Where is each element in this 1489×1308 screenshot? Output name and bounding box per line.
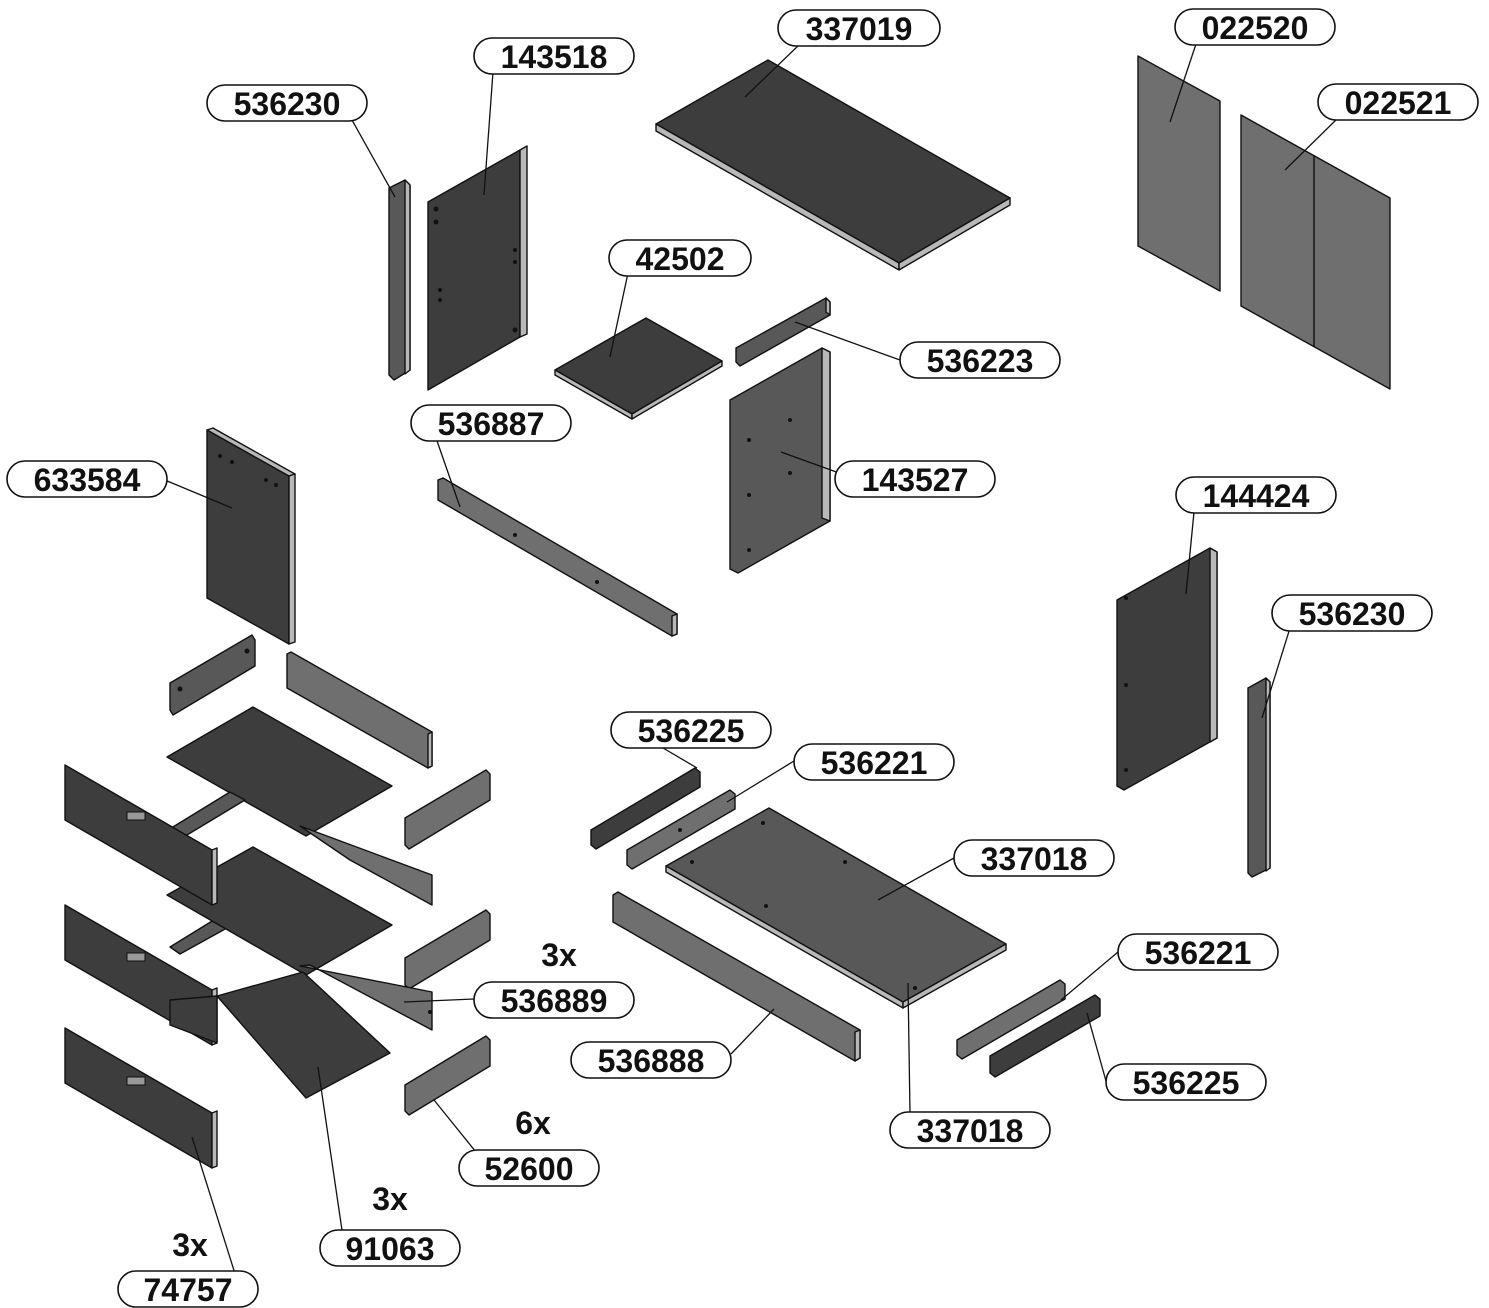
part-536888-plinth <box>612 891 861 1062</box>
label-536230-right: 536230 <box>1271 594 1433 632</box>
part-536225-rail-bottom <box>989 994 1101 1078</box>
svg-text:42502: 42502 <box>636 241 725 277</box>
part-536230-right-strip <box>1247 677 1271 878</box>
part-536887-long-rail <box>437 477 678 637</box>
part-337018-bottom-board <box>665 807 1007 1009</box>
svg-text:536225: 536225 <box>1133 1065 1240 1101</box>
part-337019-top-board <box>655 59 1011 271</box>
label-536230-top: 536230 <box>206 84 368 122</box>
svg-text:143527: 143527 <box>862 462 969 498</box>
leader-lines <box>159 43 1339 1281</box>
svg-text:536221: 536221 <box>1145 935 1252 971</box>
label-337018-top: 337018 <box>953 839 1115 877</box>
part-536225-rail-top <box>590 767 701 850</box>
label-536221-top: 536221 <box>793 743 955 781</box>
label-022520: 022520 <box>1174 8 1336 46</box>
quantity-91063: 3x <box>372 1181 408 1217</box>
drawer-assembly-parts <box>64 634 491 1169</box>
label-42502: 42502 <box>608 239 752 277</box>
svg-text:022520: 022520 <box>1202 10 1309 46</box>
label-144424: 144424 <box>1175 476 1337 514</box>
svg-text:337019: 337019 <box>806 11 913 47</box>
part-42502-small-shelf <box>554 317 723 420</box>
label-143527: 143527 <box>834 460 996 498</box>
part-144424-side-panel <box>1116 547 1218 791</box>
quantity-52600: 6x <box>515 1105 551 1141</box>
svg-text:536889: 536889 <box>501 983 608 1019</box>
label-74757: 74757 <box>117 1270 259 1308</box>
svg-text:536230: 536230 <box>234 86 341 122</box>
svg-text:536223: 536223 <box>927 343 1034 379</box>
svg-text:143518: 143518 <box>501 39 608 75</box>
part-022521-glass-panel <box>1240 114 1391 390</box>
svg-text:536225: 536225 <box>638 713 745 749</box>
label-52600: 52600 <box>458 1149 600 1187</box>
label-536223: 536223 <box>899 341 1061 379</box>
label-536225-top: 536225 <box>610 711 772 749</box>
svg-text:52600: 52600 <box>485 1151 574 1187</box>
svg-text:536887: 536887 <box>438 406 545 442</box>
label-337018-bottom: 337018 <box>889 1111 1051 1149</box>
svg-text:337018: 337018 <box>981 841 1088 877</box>
label-337019: 337019 <box>777 9 941 47</box>
svg-text:536230: 536230 <box>1299 596 1406 632</box>
svg-text:633584: 633584 <box>34 462 141 498</box>
part-633584-back-panel <box>206 427 296 645</box>
svg-text:022521: 022521 <box>1345 85 1452 121</box>
label-536221-bottom: 536221 <box>1117 933 1279 971</box>
part-536221-rail-bottom <box>956 979 1066 1060</box>
label-143518: 143518 <box>473 37 635 75</box>
label-022521: 022521 <box>1317 83 1479 121</box>
quantity-536889: 3x <box>541 937 577 973</box>
part-143518-side-panel <box>427 145 528 391</box>
svg-text:144424: 144424 <box>1203 478 1310 514</box>
part-143527-side-panel <box>729 347 831 574</box>
label-536888: 536888 <box>570 1041 732 1079</box>
svg-text:536888: 536888 <box>598 1043 705 1079</box>
part-536221-rail-top <box>626 789 736 870</box>
svg-text:74757: 74757 <box>144 1272 233 1308</box>
svg-text:337018: 337018 <box>917 1113 1024 1149</box>
svg-text:536221: 536221 <box>821 745 928 781</box>
label-536889: 536889 <box>473 981 635 1019</box>
part-536223-rail <box>735 297 831 367</box>
label-91063: 91063 <box>319 1229 461 1267</box>
part-536230-left-strip <box>388 179 411 381</box>
quantity-74757: 3x <box>172 1227 208 1263</box>
part-022520-glass-panel <box>1137 55 1221 292</box>
label-536225-bottom: 536225 <box>1105 1063 1267 1101</box>
svg-text:91063: 91063 <box>346 1231 435 1267</box>
label-536887: 536887 <box>410 404 572 442</box>
label-633584: 633584 <box>6 460 168 498</box>
